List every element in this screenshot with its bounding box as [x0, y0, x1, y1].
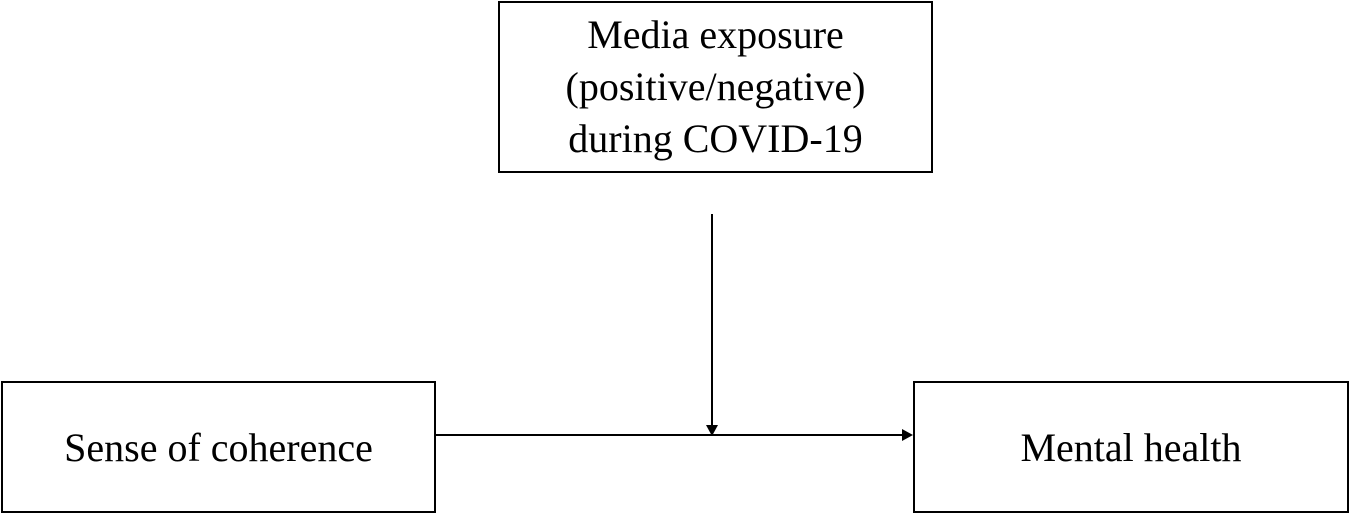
moderator-label-line-2: (positive/negative) [565, 64, 866, 109]
predictor-box: Sense of coherence [1, 381, 436, 513]
moderator-box: Media exposure (positive/negative) durin… [498, 1, 933, 173]
outcome-label: Mental health [1020, 424, 1242, 470]
predictor-label: Sense of coherence [64, 424, 373, 470]
outcome-box: Mental health [913, 381, 1349, 513]
moderator-label-line-1: Media exposure [587, 12, 844, 57]
predictor-to-outcome-arrowhead [902, 429, 913, 441]
moderator-label-line-3: during COVID-19 [568, 116, 863, 161]
moderation-arrowhead [706, 425, 718, 436]
